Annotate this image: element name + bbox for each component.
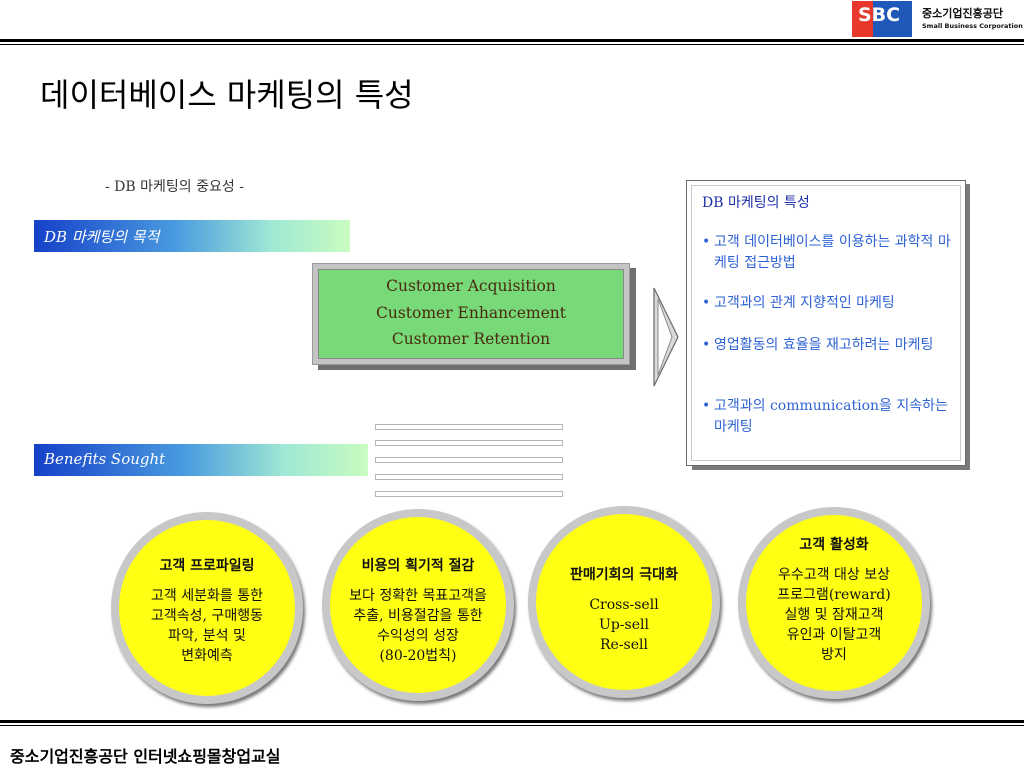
circle-line: 고객 세분화를 통한 xyxy=(151,588,263,604)
circle-line: 프로그램(reward) xyxy=(777,587,891,603)
blank-line-1 xyxy=(375,424,563,430)
circle-activation: 고객 활성화 우수고객 대상 보상 프로그램(reward) 실행 및 잠재고객… xyxy=(738,507,930,699)
page-title: 데이터베이스 마케팅의 특성 xyxy=(40,76,414,114)
circle-line: 방지 xyxy=(821,647,847,663)
circle-profiling: 고객 프로파일링 고객 세분화를 통한 고객속성, 구매행동 파악, 분석 및 … xyxy=(111,512,303,704)
panel-item-text: 고객과의 communication을 지속하는 마케팅 xyxy=(714,398,948,435)
goal-line: Customer Acquisition xyxy=(386,277,556,295)
circle-line: Re-sell xyxy=(600,637,648,653)
circle-line: 추출, 비용절감을 통한 xyxy=(353,608,483,624)
panel-item-text: 고객과의 관계 지향적인 마케팅 xyxy=(714,295,895,311)
bullet-icon: • xyxy=(702,398,711,414)
panel-item: • 고객 데이터베이스를 이용하는 과학적 마케팅 접근방법 xyxy=(702,232,962,274)
panel-item-text: 영업활동의 효율을 재고하려는 마케팅 xyxy=(714,337,934,353)
circle-sales-opportunity: 판매기회의 극대화 Cross-sell Up-sell Re-sell xyxy=(528,506,720,698)
panel-item: • 고객과의 communication을 지속하는 마케팅 xyxy=(702,396,962,438)
header-rule-thin xyxy=(0,44,1024,45)
circle-line: 우수고객 대상 보상 xyxy=(778,567,890,583)
circle-line: 유인과 이탈고객 xyxy=(786,627,882,643)
logo-red-block xyxy=(852,1,874,23)
characteristics-panel xyxy=(686,180,966,466)
logo-blue-block xyxy=(873,1,912,37)
bullet-icon: • xyxy=(702,234,711,250)
benefits-bar: Benefits Sought xyxy=(34,444,368,476)
circle-line: Cross-sell xyxy=(589,597,659,613)
org-name-english: Small Business Corporation xyxy=(922,22,1023,30)
blank-line-5 xyxy=(375,491,563,497)
circle-line: 파악, 분석 및 xyxy=(168,628,246,644)
panel-item: • 영업활동의 효율을 재고하려는 마케팅 xyxy=(702,335,962,356)
bullet-icon: • xyxy=(702,295,711,311)
goal-line: Customer Enhancement xyxy=(375,303,566,322)
purpose-bar: DB 마케팅의 목적 xyxy=(34,220,350,252)
blank-line-2 xyxy=(375,440,563,446)
footer-rule-thick xyxy=(0,720,1024,723)
bullet-icon: • xyxy=(702,337,711,353)
circle-line: 변화예측 xyxy=(181,648,233,664)
circle-line: 수익성의 성장 xyxy=(377,628,459,644)
footer-text: 중소기업진흥공단 인터넷쇼핑몰창업교실 xyxy=(10,747,281,766)
circle-line: 실행 및 잠재고객 xyxy=(784,607,884,623)
circle-title: 고객 프로파일링 xyxy=(159,558,255,574)
circle-title: 판매기회의 극대화 xyxy=(570,567,678,583)
circle-line: 보다 정확한 목표고객을 xyxy=(349,588,487,604)
circle-line: Up-sell xyxy=(599,617,649,633)
circle-title: 고객 활성화 xyxy=(799,537,869,553)
panel-item: • 고객과의 관계 지향적인 마케팅 xyxy=(702,293,962,314)
circle-title: 비용의 획기적 절감 xyxy=(361,558,475,574)
blank-line-4 xyxy=(375,474,563,480)
logo-text: SBC xyxy=(858,4,901,26)
circle-cost-reduction: 비용의 획기적 절감 보다 정확한 목표고객을 추출, 비용절감을 통한 수익성… xyxy=(322,509,514,701)
header-rule-thick xyxy=(0,39,1024,42)
page-subtitle: - DB 마케팅의 중요성 - xyxy=(105,179,244,195)
goal-line: Customer Retention xyxy=(391,330,551,348)
customer-goals-box: Customer Acquisition Customer Enhancemen… xyxy=(318,269,624,359)
panel-title: DB 마케팅의 특성 xyxy=(702,195,810,211)
logo-red-block-lower xyxy=(852,23,874,37)
blank-line-3 xyxy=(375,457,563,463)
footer-rule-thin xyxy=(0,725,1024,726)
purpose-bar-label: DB 마케팅의 목적 xyxy=(44,228,160,246)
chevron-right-icon xyxy=(653,287,679,387)
circle-line: 고객속성, 구매행동 xyxy=(151,608,263,624)
org-name-korean: 중소기업진흥공단 xyxy=(922,7,1003,20)
panel-item-text: 고객 데이터베이스를 이용하는 과학적 마케팅 접근방법 xyxy=(714,234,951,271)
circle-line: (80-20법칙) xyxy=(379,648,457,664)
benefits-bar-label: Benefits Sought xyxy=(44,450,166,468)
